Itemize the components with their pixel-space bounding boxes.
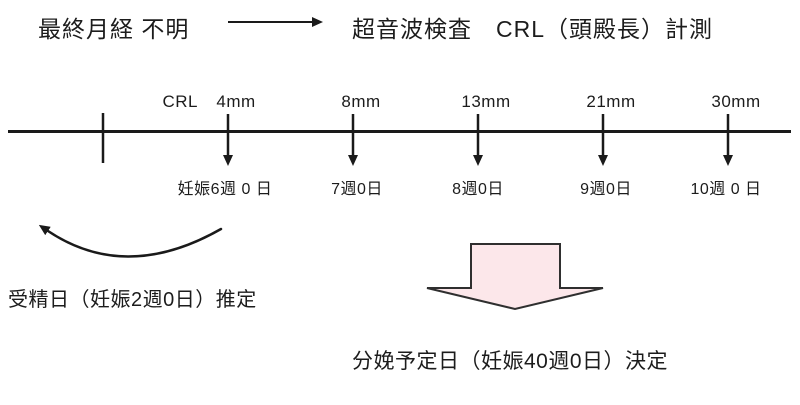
due-date-label: 分娩予定日（妊娠40週0日）決定 — [352, 350, 669, 373]
week-label-9: 9週0日 — [580, 181, 632, 198]
week-label-7: 7週0日 — [331, 181, 383, 198]
week-label-6: 妊娠6週 0 日 — [177, 181, 273, 198]
crl-value-21mm: 21mm — [586, 92, 636, 111]
ultrasound-crl-label: 超音波検査 CRL（頭殿長）計測 — [352, 16, 714, 42]
crl-value-4mm: 4mm — [216, 92, 256, 111]
week-label-10: 10週 0 日 — [690, 181, 762, 198]
curved-estimation-arrow — [38, 224, 223, 258]
week-label-8: 8週0日 — [452, 181, 504, 198]
crl-value-30mm: 30mm — [711, 92, 761, 111]
crl-value-8mm: 8mm — [341, 92, 381, 111]
fertilization-estimate-label: 受精日（妊娠2週0日）推定 — [8, 289, 257, 311]
block-down-arrow — [426, 243, 604, 311]
last-menstrual-period-label: 最終月経 不明 — [38, 16, 190, 42]
crl-value-13mm: 13mm — [461, 92, 511, 111]
crl-caption: CRL — [162, 92, 198, 111]
